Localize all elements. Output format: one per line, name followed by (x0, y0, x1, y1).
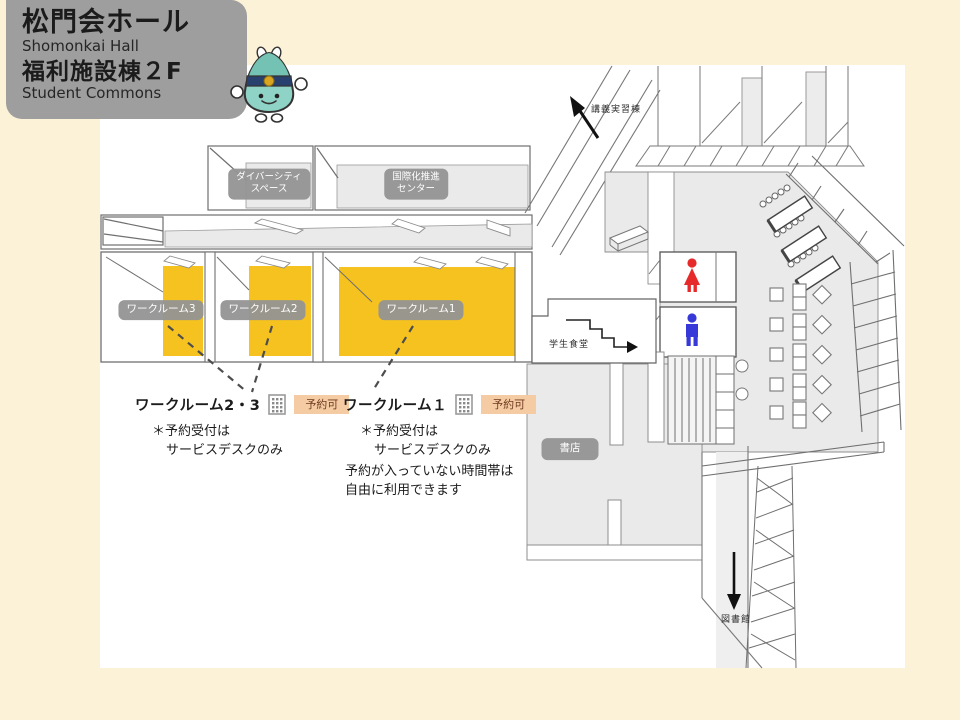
room-label-bookstore: 書店 (541, 438, 599, 460)
room-label-workroom3: ワークルーム3 (118, 300, 204, 320)
glass-wall-east (849, 249, 902, 433)
arrow-to-library (727, 594, 741, 610)
legend-title-workroom-2-3: ワークルーム2・3 (135, 398, 261, 414)
legend-note: サービスデスクのみ (166, 442, 284, 458)
page-subtitle-en: Student Commons (22, 84, 162, 103)
title-block: 松門会ホール Shomonkai Hall 福利施設棟２F Student Co… (6, 0, 247, 119)
legend-note: 予約が入っていない時間帯は (345, 463, 514, 479)
arrow-to-lecture-building (570, 96, 600, 139)
legend-workroom-1: ワークルーム１ 予約可 ＊予約受付は サービスデスクのみ 予約が入っていない時間… (343, 394, 537, 500)
direction-library: 図書館 (721, 615, 752, 625)
legend-note: ＊予約受付は (360, 424, 439, 439)
room-label-international-center: 国際化推進 センター (384, 168, 448, 200)
male-restroom-icon (686, 313, 698, 346)
direction-cafeteria: 学生食堂 (549, 340, 590, 350)
room-label-diversity-space: ダイバーシティ スペース (228, 168, 310, 200)
female-restroom-icon (684, 258, 700, 292)
glass-wall-diagonal (785, 155, 905, 265)
legend-workroom-2-3: ワークルーム2・3 予約可 ＊予約受付は サービスデスクのみ (135, 394, 350, 461)
louver-shaft (667, 355, 749, 445)
bookstore-south-wall (526, 544, 703, 561)
calendar-grid-icon (455, 394, 473, 415)
legend-note: ＊予約受付は (152, 424, 231, 439)
corridor (100, 214, 533, 250)
leader-lines (167, 325, 414, 393)
legend-note: 自由に利用できます (345, 482, 463, 498)
direction-lecture-building: 講義実習棟 (591, 105, 642, 115)
room-label-workroom1: ワークルーム1 (378, 300, 464, 320)
reservable-badge: 予約可 (481, 395, 537, 414)
library-corridor (701, 441, 885, 669)
legend-note: サービスデスクのみ (374, 442, 492, 458)
mascot-icon (230, 46, 308, 123)
calendar-grid-icon (268, 394, 287, 415)
north-walls (635, 66, 865, 167)
page-title: 松門会ホール (22, 7, 190, 38)
arrow-to-cafeteria (627, 341, 638, 353)
room-label-workroom2: ワークルーム2 (220, 300, 306, 320)
legend-title-workroom-1: ワークルーム１ (343, 398, 448, 414)
bench (608, 225, 650, 252)
page-subtitle: 福利施設棟２F (22, 58, 183, 85)
counter-tables (759, 184, 842, 293)
cafeteria-stairs (531, 298, 657, 364)
page-title-en: Shomonkai Hall (22, 36, 139, 55)
restrooms (648, 251, 737, 358)
commons-tables (769, 283, 832, 429)
reservable-badge: 予約可 (294, 395, 350, 414)
